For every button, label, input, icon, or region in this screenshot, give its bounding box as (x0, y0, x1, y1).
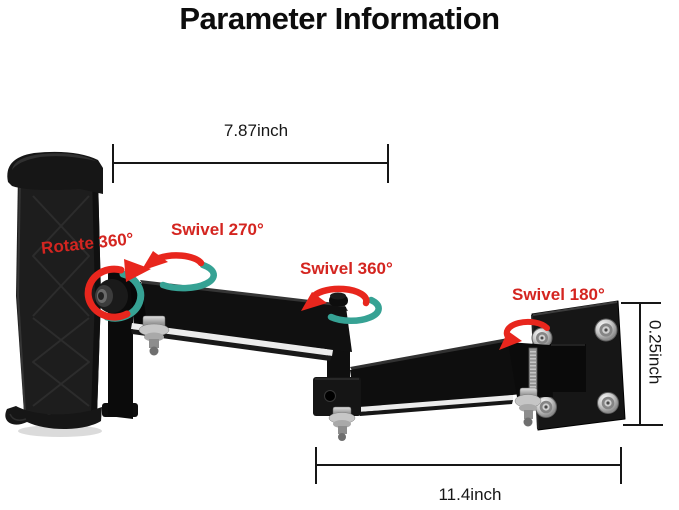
locking-bolt-1 (138, 315, 170, 356)
red-rotation-arrow-icon (153, 252, 205, 267)
swivel-270-arrows-icon (141, 251, 217, 292)
dimension-tick (387, 144, 389, 183)
dimension-tick (621, 302, 661, 304)
dimension-line-side (639, 303, 641, 425)
holder-bottom-clamp (5, 406, 103, 430)
locking-bolt-2 (328, 406, 356, 441)
dimension-line-bottom (316, 464, 621, 466)
red-arrowhead-icon (141, 251, 168, 271)
label-swivel-180: Swivel 180° (512, 285, 605, 304)
teal-rotation-arrow-icon (327, 296, 382, 325)
dimension-label-side: 0.25inch (645, 320, 665, 385)
dimension-tick (315, 447, 317, 484)
arm-2 (350, 338, 521, 416)
rotate-360-arrows-icon (84, 259, 151, 322)
ball-joint-knob (95, 279, 128, 313)
label-swivel-270: Swivel 270° (171, 220, 264, 239)
dimension-label-bottom: 11.4inch (438, 485, 502, 504)
holder-shadow (18, 425, 102, 437)
mounting-screw (594, 318, 618, 342)
mounting-screw (597, 392, 619, 414)
elbow-post (327, 345, 350, 382)
dimension-tick (112, 144, 114, 183)
red-arrowhead-icon (499, 331, 522, 350)
dimension-label-top: 7.87inch (223, 121, 289, 140)
swivel-180-arrow-icon (499, 318, 550, 350)
dimension-line-top (113, 162, 388, 164)
plate-hinge (508, 342, 586, 427)
swivel-360-arrows-icon (301, 285, 382, 325)
dimension-tick (623, 424, 663, 426)
swivel-knob (329, 292, 348, 306)
teal-rotation-arrow-icon (159, 261, 217, 292)
red-rotation-arrow-icon (308, 285, 370, 307)
red-arrowhead-icon (124, 259, 151, 282)
holder-top-clamp (7, 151, 103, 194)
page-title: Parameter Information (179, 1, 500, 36)
elbow-hole (324, 390, 336, 402)
pivot-bolt (514, 387, 542, 427)
label-swivel-360: Swivel 360° (300, 259, 393, 278)
red-arrowhead-icon (301, 292, 327, 311)
red-rotation-arrow-icon (84, 265, 131, 321)
elbow-joint (313, 377, 361, 416)
dimension-tick (620, 447, 622, 484)
